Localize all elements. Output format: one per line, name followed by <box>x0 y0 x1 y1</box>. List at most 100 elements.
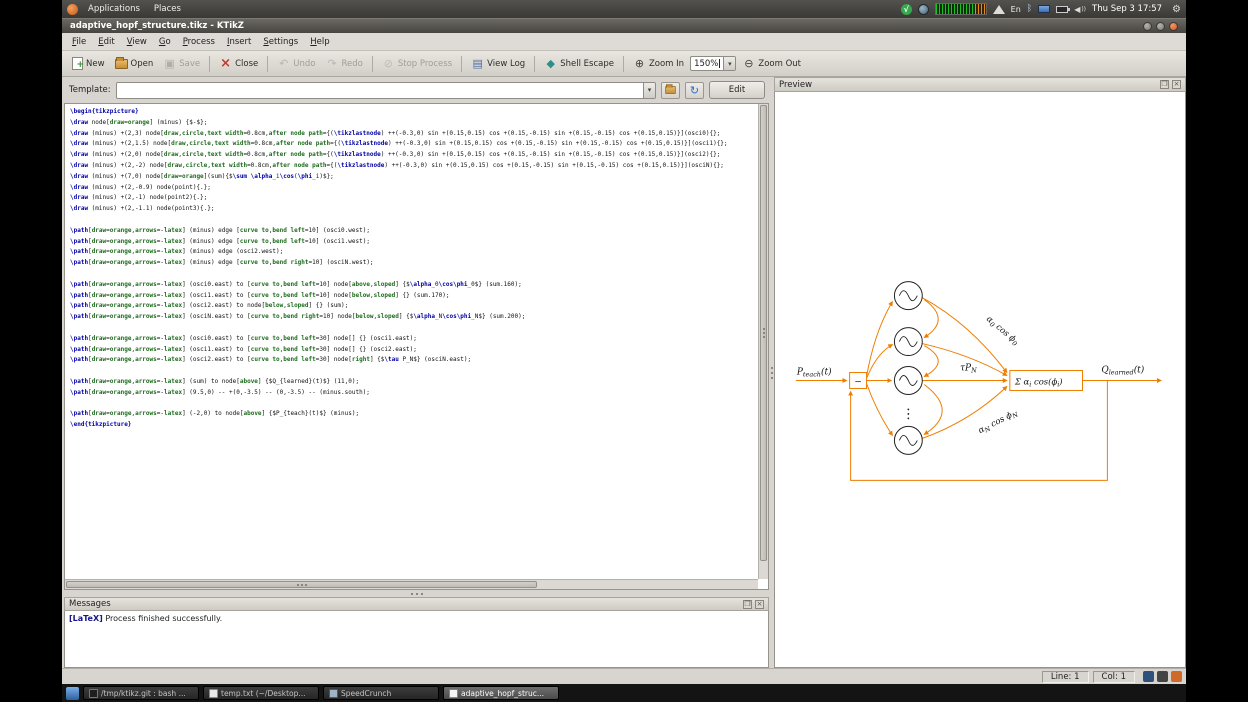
status-indicator-icon[interactable] <box>1143 671 1154 682</box>
toolbar-button-new[interactable]: New <box>68 55 109 72</box>
scrollbar-thumb[interactable] <box>66 581 538 588</box>
task-button[interactable]: /tmp/ktikz.git : bash ... <box>83 686 199 700</box>
toolbar-button-close[interactable]: ×Close <box>215 55 262 72</box>
task-button[interactable]: SpeedCrunch <box>323 686 439 700</box>
oscillator-nodes <box>893 281 923 455</box>
code-lines[interactable]: \begin{tikzpicture}\draw node[draw=orang… <box>66 105 757 578</box>
volume-icon[interactable]: ◀ <box>1074 5 1086 14</box>
close-panel-icon[interactable]: × <box>1172 80 1181 89</box>
code-line: \path[draw=orange,arrows=-latex] (sum) t… <box>70 377 360 385</box>
message-entry: [LaTeX] Process finished successfully. <box>69 614 223 623</box>
maximize-button[interactable] <box>1156 21 1165 31</box>
statusbar-line: Line: 1 <box>1041 670 1089 683</box>
statusbar-indicators <box>1143 671 1182 682</box>
battery-icon[interactable] <box>1056 5 1071 13</box>
update-status-icon[interactable]: √ <box>900 3 912 15</box>
minimize-button[interactable] <box>1143 21 1152 31</box>
window-titlebar[interactable]: adaptive_hopf_structure.tikz - KTikZ <box>62 18 1186 33</box>
statusbar: Line: 1 Col: 1 <box>62 668 1186 684</box>
bluetooth-icon[interactable]: ᛒ <box>1026 4 1033 14</box>
alpha0-label: α0 cos ϕ0 <box>983 313 1021 348</box>
code-editor[interactable]: \begin{tikzpicture}\draw node[draw=orang… <box>64 103 769 590</box>
alphaN-label: αN cos ϕN <box>976 407 1019 437</box>
editor-horizontal-scrollbar[interactable] <box>65 579 758 589</box>
toolbar-button-open[interactable]: Open <box>111 56 158 71</box>
globe-icon[interactable] <box>917 3 929 15</box>
system-monitor-applet[interactable] <box>934 3 987 15</box>
code-line <box>70 215 757 226</box>
code-line: \path[draw=orange,arrows=-latex] (minus)… <box>70 259 374 267</box>
toolbar-button-label: Zoom In <box>648 58 685 69</box>
toolbar-button-label: Stop Process <box>397 58 453 69</box>
menu-go[interactable]: Go <box>158 36 171 47</box>
task-button-label: /tmp/ktikz.git : bash ... <box>101 688 186 698</box>
menu-process[interactable]: Process <box>182 36 215 47</box>
places-menu[interactable]: Places <box>153 4 181 14</box>
vertical-splitter[interactable] <box>770 77 774 668</box>
toolbar-button-label: Open <box>130 58 154 69</box>
menu-help[interactable]: Help <box>310 36 330 47</box>
close-panel-icon[interactable]: × <box>755 599 764 609</box>
toolbar-button-zoomin[interactable]: ⊕Zoom In <box>629 55 688 72</box>
preview-diagram: − Σ αi cos(ϕi) Pteach(t) Qlearned(t) τPN… <box>796 281 1162 481</box>
tau-label: τPN <box>960 364 977 375</box>
toolbar-button-label: Redo <box>341 58 363 69</box>
chevron-down-icon[interactable]: ▾ <box>643 82 655 98</box>
menu-view[interactable]: View <box>126 36 147 47</box>
editor-vertical-scrollbar[interactable] <box>758 104 768 579</box>
code-line: \begin{tikzpicture} <box>70 108 139 115</box>
refresh-icon: ↻ <box>689 83 700 97</box>
code-line: \path[draw=orange,arrows=-latex] (osci1.… <box>70 345 417 353</box>
toolbar-separator <box>461 55 463 72</box>
code-line: \draw (minus) +(2,-1) node(point2){.}; <box>70 194 208 202</box>
template-open-button[interactable] <box>661 81 680 99</box>
menu-insert[interactable]: Insert <box>226 36 252 47</box>
close-window-button[interactable] <box>1169 21 1178 31</box>
float-panel-icon[interactable]: ❐ <box>743 599 752 609</box>
calc-icon <box>329 688 338 698</box>
status-indicator-icon[interactable] <box>1157 671 1168 682</box>
template-reload-button[interactable]: ↻ <box>685 81 704 99</box>
status-indicator-icon[interactable] <box>1171 671 1182 682</box>
template-edit-button[interactable]: Edit <box>709 81 765 99</box>
system-tray: √ En ᛒ ◀ Thu Sep 3 17:57 ⚙ <box>900 3 1181 15</box>
template-label: Template: <box>69 85 111 95</box>
keyboard-layout-indicator[interactable]: En <box>1010 4 1021 14</box>
toolbar-button-viewlog[interactable]: ▤View Log <box>467 55 529 72</box>
undo-icon: ↶ <box>279 57 289 70</box>
horizontal-splitter[interactable] <box>64 590 770 597</box>
preview-header: Preview ❐ × <box>774 77 1186 92</box>
task-button[interactable]: temp.txt (~/Desktop... <box>203 686 319 700</box>
code-line: \path[draw=orange,arrows=-latex] (osci1.… <box>70 291 450 299</box>
toolbar-button-zoomout[interactable]: ⊖Zoom Out <box>738 55 805 72</box>
messages-panel: Messages ❐ × [LaTeX] Process finished su… <box>64 597 769 668</box>
menu-edit[interactable]: Edit <box>98 36 115 47</box>
applications-menu[interactable]: Applications <box>88 4 140 14</box>
zoom-level-combobox[interactable]: 150%▾ <box>690 56 737 71</box>
osci1-to-sum <box>922 343 1008 376</box>
code-line: \draw (minus) +(2,3) node[draw,circle,te… <box>70 129 721 137</box>
main-area: Template: ▾ ↻ Edit \begin{tikzpicture}\d… <box>62 77 1186 668</box>
toolbar-separator <box>371 55 373 72</box>
toolbar-button-shell[interactable]: ◆Shell Escape <box>540 55 618 72</box>
template-combobox[interactable]: ▾ <box>115 81 656 99</box>
task-button[interactable]: adaptive_hopf_struc... <box>443 686 559 700</box>
toolbar-button-undo: ↶Undo <box>273 55 319 72</box>
wifi-icon[interactable] <box>992 4 1005 14</box>
taskbar-launcher-icon[interactable] <box>66 686 79 700</box>
menu-settings[interactable]: Settings <box>263 36 299 47</box>
clock[interactable]: Thu Sep 3 17:57 <box>1092 4 1163 14</box>
session-gear-icon[interactable]: ⚙ <box>1172 3 1181 15</box>
menu-file[interactable]: File <box>72 36 87 47</box>
code-line: \draw (minus) +(2,-2) node[draw,circle,t… <box>70 161 724 169</box>
minus-to-osci1 <box>866 344 894 379</box>
float-panel-icon[interactable]: ❐ <box>1160 80 1169 89</box>
task-button-label: temp.txt (~/Desktop... <box>221 688 306 698</box>
coupling-arc-3 <box>923 384 943 435</box>
preview-panel: Preview ❐ × <box>774 77 1186 668</box>
mail-icon[interactable] <box>1038 5 1051 13</box>
code-line: \path[draw=orange,arrows=-latex] (minus)… <box>70 226 370 234</box>
scrollbar-thumb[interactable] <box>760 105 767 561</box>
chevron-down-icon[interactable]: ▾ <box>723 57 736 70</box>
